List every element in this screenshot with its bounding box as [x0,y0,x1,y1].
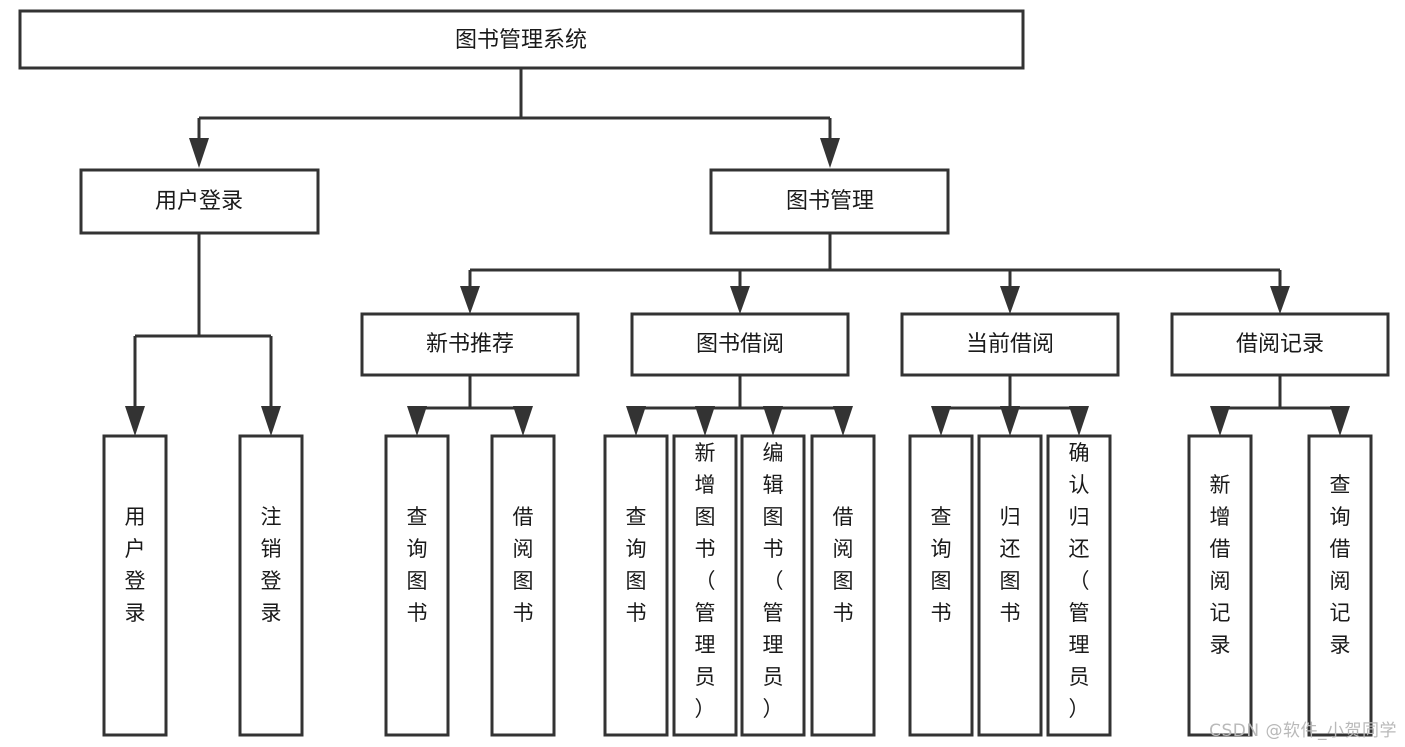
leaf-node-user-login[interactable]: 用户登录 [102,434,168,737]
leaf-node-add-book-admin[interactable]: 新增图书（管理员） [672,434,738,737]
node-root-book-management-system[interactable]: 图书管理系统 [18,9,1025,70]
arrow-to-nbr-leaf-1 [407,406,427,436]
connectors-user-login-to-leaves [125,233,281,436]
leaf-node-query-book-nbr[interactable]: 查询图书 [384,434,450,737]
leaf-node-return-book[interactable]: 归还图书 [977,434,1043,737]
current-borrow-box[interactable] [900,312,1120,377]
leaf-bb-query-book-box[interactable] [603,434,669,737]
leaf-bb-add-book-label: 新增图书（管理员） [695,441,716,721]
node-new-book-recommend[interactable]: 新书推荐 [360,312,580,377]
node-borrow-record[interactable]: 借阅记录 [1170,312,1390,377]
connectors-current-borrow-to-leaves [931,375,1089,436]
connectors-book-manage-to-level3 [460,233,1290,314]
leaf-node-borrow-book-nbr[interactable]: 借阅图书 [490,434,556,737]
book-borrow-label: 图书借阅 [696,332,784,357]
leaf-nbr-query-book-box[interactable] [384,434,450,737]
csdn-watermark: CSDN @软件_小贺同学 [1209,721,1397,741]
arrow-to-leaf-logout [261,406,281,436]
arrow-to-new-book-recommend [460,286,480,314]
user-login-label: 用户登录 [155,189,243,214]
leaf-node-confirm-return-admin[interactable]: 确认归还（管理员） [1046,434,1112,737]
connectors-root-to-level2 [189,68,840,168]
arrow-to-br-leaf-1 [1210,406,1230,436]
leaf-node-add-borrow-record[interactable]: 新增借阅记录 [1187,434,1253,737]
leaf-br-query-record-box[interactable] [1307,434,1373,737]
leaf-node-borrow-book-bb[interactable]: 借阅图书 [810,434,876,737]
leaf-br-add-record-label: 新增借阅记录 [1210,473,1231,657]
leaf-cb-query-book-label: 查询图书 [931,505,952,625]
arrow-to-user-login [189,138,209,168]
arrow-to-cb-leaf-1 [931,406,951,436]
leaf-br-query-record-label: 查询借阅记录 [1330,473,1351,657]
leaf-br-add-record-box[interactable] [1187,434,1253,737]
leaf-node-edit-book-admin[interactable]: 编辑图书（管理员） [740,434,806,737]
connectors-book-borrow-to-leaves [626,375,853,436]
arrow-to-bb-leaf-3 [763,406,783,436]
leaf-cb-return-book-box[interactable] [977,434,1043,737]
leaf-bb-query-book-label: 查询图书 [626,505,647,625]
arrow-to-current-borrow [1000,286,1020,314]
leaf-logout-label: 注销登录 [261,505,282,625]
arrow-to-bb-leaf-1 [626,406,646,436]
leaf-bb-borrow-book-label: 借阅图书 [833,505,854,625]
node-book-borrow[interactable]: 图书借阅 [630,312,850,377]
arrow-to-book-borrow [730,286,750,314]
node-current-borrow[interactable]: 当前借阅 [900,312,1120,377]
connectors-borrow-record-to-leaves [1210,375,1350,436]
leaf-nbr-query-book-label: 查询图书 [407,505,428,625]
book-management-label: 图书管理 [786,189,874,214]
arrow-to-bb-leaf-2 [695,406,715,436]
current-borrow-label: 当前借阅 [966,332,1054,357]
leaf-node-query-borrow-record[interactable]: 查询借阅记录 [1307,434,1373,737]
new-book-recommend-box[interactable] [360,312,580,377]
leaf-user-login-box[interactable] [102,434,168,737]
borrow-record-label: 借阅记录 [1236,332,1324,357]
arrow-to-leaf-user-login [125,406,145,436]
leaf-node-logout[interactable]: 注销登录 [238,434,304,737]
arrow-to-br-leaf-2 [1330,406,1350,436]
leaf-nbr-borrow-book-label: 借阅图书 [513,505,534,625]
book-borrow-box[interactable] [630,312,850,377]
leaf-node-query-book-cb[interactable]: 查询图书 [908,434,974,737]
root-node-label: 图书管理系统 [455,28,587,53]
user-login-box[interactable] [79,168,320,235]
leaf-bb-borrow-book-box[interactable] [810,434,876,737]
node-user-login[interactable]: 用户登录 [79,168,320,235]
leaf-bb-edit-book-box[interactable] [740,434,806,737]
leaf-bb-add-book-box[interactable] [672,434,738,737]
leaf-node-query-book-bb[interactable]: 查询图书 [603,434,669,737]
leaf-cb-confirm-return-label: 确认归还（管理员） [1069,441,1090,721]
root-node-box[interactable] [18,9,1025,70]
leaf-user-login-label: 用户登录 [125,505,146,625]
arrow-to-book-manage [820,138,840,168]
borrow-record-box[interactable] [1170,312,1390,377]
arrow-to-cb-leaf-3 [1069,406,1089,436]
leaf-logout-box[interactable] [238,434,304,737]
leaf-cb-confirm-return-box[interactable] [1046,434,1112,737]
arrow-to-borrow-record [1270,286,1290,314]
leaf-cb-query-book-box[interactable] [908,434,974,737]
book-management-box[interactable] [709,168,950,235]
connectors-new-book-recommend-to-leaves [407,375,533,436]
arrow-to-cb-leaf-2 [1000,406,1020,436]
arrow-to-nbr-leaf-2 [513,406,533,436]
leaf-bb-edit-book-label: 编辑图书（管理员） [763,441,784,721]
arrow-to-bb-leaf-4 [833,406,853,436]
node-book-management[interactable]: 图书管理 [709,168,950,235]
leaf-cb-return-book-label: 归还图书 [1000,505,1021,625]
leaf-nbr-borrow-book-box[interactable] [490,434,556,737]
new-book-recommend-label: 新书推荐 [426,332,514,357]
